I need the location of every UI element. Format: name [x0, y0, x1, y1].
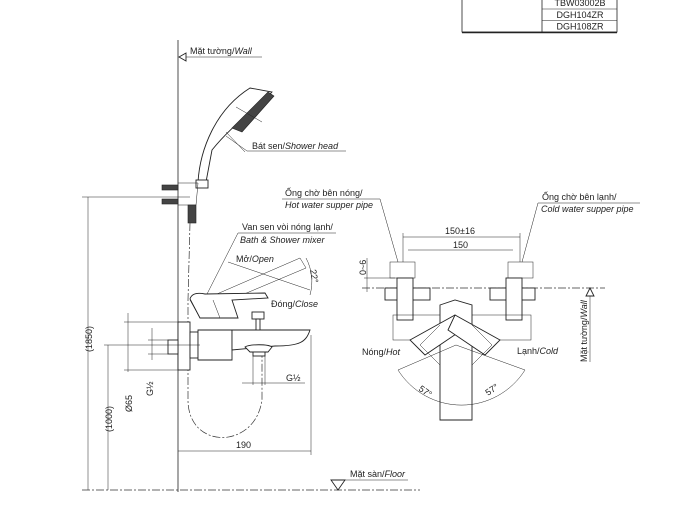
svg-text:150±16: 150±16 [445, 226, 475, 236]
rotation-hot: 57° [417, 383, 434, 399]
shower-head [161, 87, 275, 224]
model-row: DGH108ZR [556, 22, 604, 32]
shower-head-label: Bát sen/Shower head [225, 135, 346, 152]
model-table: TBW03002B DGH104ZR DGH108ZR [461, 0, 618, 34]
svg-text:Mặt tường/Wall: Mặt tường/Wall [190, 46, 253, 56]
mixer-side-view [167, 257, 311, 385]
hot-label: Nóng/Hot [362, 347, 401, 357]
floor-line: Mặt sàn/Floor [82, 469, 420, 491]
open-label: Mở/Open [236, 254, 274, 264]
wall-label-top: Mặt tường/Wall [178, 46, 262, 62]
dimension-150: 150 [408, 240, 513, 251]
hot-pipe-label: Ống chờ bên nóng/ Hot water supper pipe [282, 187, 399, 263]
svg-text:(1000): (1000) [104, 406, 114, 432]
lever-angle: 22° [308, 269, 320, 285]
lever-angle-arc [305, 257, 313, 296]
wall-label-right: Mặt tường/Wall [579, 286, 595, 362]
dimension-0-6: 0~6 [358, 258, 395, 292]
cold-pipe-label: Ống chờ bên lạnh/ Cold water supper pipe [521, 191, 640, 263]
dimension-plate-diameter: Ø65 [124, 313, 178, 412]
svg-text:Ø65: Ø65 [124, 395, 134, 412]
svg-text:190: 190 [236, 440, 251, 450]
svg-text:(1850): (1850) [84, 326, 94, 352]
svg-text:Van sen vòi nóng lạnh/: Van sen vòi nóng lạnh/ [242, 222, 333, 232]
dimension-outlet-thread: G½ [242, 373, 305, 384]
svg-text:0~6: 0~6 [358, 260, 368, 275]
model-row: DGH104ZR [556, 10, 604, 20]
mixer-label: Van sen vòi nóng lạnh/ Bath & Shower mix… [204, 222, 336, 299]
svg-text:G½: G½ [145, 381, 155, 396]
close-label: Đóng/Close [271, 299, 318, 309]
rotation-cold: 57° [483, 381, 500, 397]
mixer-top-view [384, 261, 536, 421]
svg-text:150: 150 [453, 240, 468, 250]
shower-hose [187, 222, 263, 438]
svg-text:Bath & Shower mixer: Bath & Shower mixer [240, 235, 326, 245]
dimension-1850: (1850) [82, 196, 190, 490]
dimension-150-16: 150±16 [402, 226, 521, 262]
svg-text:Ống chờ bên nóng/: Ống chờ bên nóng/ [285, 187, 363, 198]
model-row: TBW03002B [554, 0, 605, 8]
svg-text:Ống chờ bên lạnh/: Ống chờ bên lạnh/ [542, 191, 617, 202]
cold-label: Lạnh/Cold [517, 346, 559, 356]
svg-text:Mặt tường/Wall: Mặt tường/Wall [579, 299, 589, 362]
dimension-inlet-thread: G½ [145, 328, 168, 396]
svg-text:Bát sen/Shower head: Bát sen/Shower head [252, 141, 339, 151]
svg-text:G½: G½ [286, 373, 301, 383]
dimension-190: 190 [178, 335, 312, 455]
svg-text:Cold water supper pipe: Cold water supper pipe [541, 204, 634, 214]
svg-text:Mặt sàn/Floor: Mặt sàn/Floor [350, 469, 406, 479]
svg-text:Hot water supper pipe: Hot water supper pipe [285, 200, 373, 210]
